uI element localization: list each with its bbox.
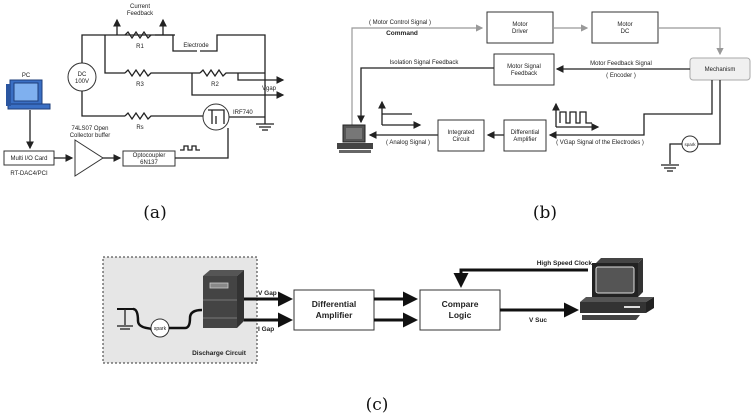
v-gap-label: V Gap	[258, 290, 277, 297]
vgap-wire-1	[237, 73, 285, 84]
opto-to-gate-wire	[175, 128, 229, 159]
buffer-triangle-icon	[74, 139, 104, 177]
panel-c: spark Discharge Circuit V Gap I Gap Diff…	[102, 256, 654, 415]
resistor-r2	[199, 68, 265, 78]
electrode-right	[200, 34, 266, 124]
isolation-feedback-wire	[357, 67, 494, 124]
motor-signal-feedback-label-1: Motor Signal	[507, 64, 541, 70]
mechanism-label: Mechanism	[705, 67, 736, 73]
dc-bottom-wire	[81, 91, 125, 117]
compare-logic-box	[419, 289, 501, 331]
ground-icon	[117, 308, 133, 330]
differential-amplifier-label-2: Amplifier	[316, 310, 354, 320]
integrated-circuit-label-2: Circuit	[452, 137, 469, 143]
motor-to-mechanism-wire	[658, 27, 724, 56]
resistor-r1	[124, 30, 152, 40]
motor-dc-label-2: DC	[621, 29, 630, 35]
pc-icon	[6, 79, 51, 110]
r3-label: R3	[136, 82, 144, 88]
current-feedback-label-2: Feedback	[127, 11, 154, 17]
spark-label: spark	[684, 142, 696, 147]
mosfet-internals	[208, 109, 225, 124]
vgap-wire-2	[191, 73, 285, 99]
differential-amplifier-box	[293, 289, 375, 331]
motor-signal-feedback-label-2: Feedback	[511, 71, 538, 77]
encoder-label: ( Encoder )	[606, 73, 636, 79]
isolation-feedback-label: Isolation Signal Feedback	[390, 60, 460, 66]
command-label: Command	[386, 30, 418, 37]
optocoupler-label-1: Optocoupler	[133, 153, 166, 159]
vgap-label: Vgap	[262, 86, 277, 92]
clock-wire	[453, 268, 588, 288]
differential-amplifier-box	[503, 119, 547, 152]
branch-r3-wire	[104, 35, 125, 74]
motor-driver-box	[486, 11, 554, 44]
motor-dc-box	[591, 11, 659, 44]
buffer-label-1: 74LS07 Open	[71, 126, 108, 132]
computer-icon	[337, 124, 373, 153]
electrode-left	[155, 34, 197, 52]
discharge-circuit-label: Discharge Circuit	[192, 350, 247, 357]
dc-top-wire	[81, 34, 175, 63]
integrated-circuit-label-1: Integrated	[447, 130, 474, 136]
resistor-rs	[124, 111, 205, 121]
r2-label: R2	[211, 82, 219, 88]
analog-signal-label: ( Analog Signal )	[386, 140, 430, 146]
integrated-circuit-box	[437, 119, 485, 152]
panel-b: ( Motor Control Signal ) Command Motor D…	[337, 11, 751, 223]
current-feedback-label-1: Current	[130, 4, 150, 10]
rs-label: Rs	[136, 125, 143, 131]
motor-signal-feedback-box	[493, 53, 555, 86]
motor-feedback-signal-label: Motor Feedback Signal	[590, 61, 652, 67]
command-wire	[351, 24, 484, 125]
compare-logic-label-1: Compare	[442, 299, 479, 309]
multi-io-card-label: Multi I/O Card	[10, 156, 47, 162]
r1-label: R1	[136, 44, 144, 50]
caption-b: (b)	[533, 203, 557, 223]
ground-icon	[661, 164, 679, 172]
vgap-signal-wire	[548, 80, 713, 139]
spark-wire-right	[698, 80, 721, 145]
caption-a: (a)	[143, 203, 166, 223]
motor-control-signal-label: ( Motor Control Signal )	[369, 20, 431, 26]
electrode-label: Electrode	[183, 43, 209, 49]
pulse-graph-line	[559, 111, 592, 124]
caption-c: (c)	[366, 395, 389, 415]
discharge-wire-right	[169, 308, 203, 330]
buffer-label-2: Collector buffer	[70, 133, 111, 139]
card-model-label: RT-DAC4/PCI	[10, 171, 48, 177]
motor-driver-label-2: Driver	[512, 29, 528, 35]
computer-icon	[580, 258, 654, 320]
high-speed-clock-label: High Speed Clock	[537, 260, 593, 267]
differential-amplifier-label-2: Amplifier	[513, 137, 536, 143]
motor-dc-label-1: Motor	[617, 22, 632, 28]
dc-source-label-1: DC	[78, 72, 87, 78]
vgap-signal-label: ( VGap Signal of the Electrodes )	[556, 140, 644, 146]
optocoupler-label-2: 6N137	[140, 160, 158, 166]
spark-wire-left	[669, 143, 682, 164]
power-supply-icon	[203, 270, 244, 328]
mosfet-label: IRF740	[233, 110, 253, 116]
spark-label: spark	[154, 326, 167, 332]
resistor-r3	[124, 68, 200, 78]
compare-logic-label-2: Logic	[449, 310, 472, 320]
dc-source-label-2: 100V	[75, 79, 89, 85]
panel-a: PC Multi I/O Card RT-DAC4/PCI 74LS07 Ope…	[3, 4, 285, 223]
differential-amplifier-label-1: Differential	[312, 299, 356, 309]
pulse-waveform-icon	[180, 145, 200, 151]
differential-amplifier-label-1: Differential	[511, 130, 540, 136]
pc-label: PC	[22, 73, 31, 79]
ground-icon	[256, 123, 274, 131]
v-suc-label: V Suc	[529, 317, 547, 324]
motor-driver-label-1: Motor	[512, 22, 527, 28]
i-gap-label: I Gap	[258, 326, 274, 333]
